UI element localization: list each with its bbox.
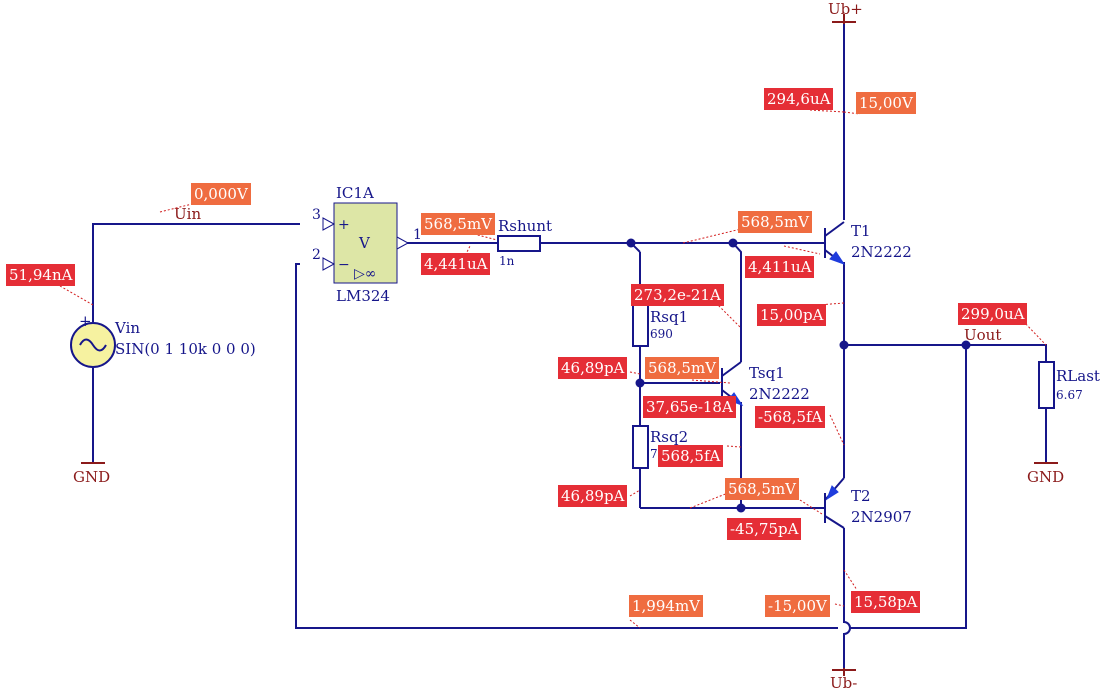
probe-rsq-mid-current[interactable]: 46,89pA: [558, 357, 628, 379]
opamp-ref: IC1A: [336, 184, 374, 202]
opamp-pin-3: 3: [312, 207, 321, 223]
rsq1-resistor[interactable]: [632, 303, 649, 347]
net-label-uin: Uin: [174, 205, 201, 223]
t1-value: 2N2222: [851, 243, 912, 261]
opamp-sym-plus: +: [338, 217, 350, 233]
gnd-left-label: GND: [73, 468, 110, 486]
rsq2-resistor[interactable]: [632, 425, 649, 469]
probe-t1-collector-voltage[interactable]: 15,00V: [856, 92, 916, 114]
wire-feedback-2: [295, 263, 838, 629]
probe-tsq1-base-voltage[interactable]: 568,5mV: [645, 357, 719, 379]
probe-t1-emitter-current[interactable]: 15,00pA: [757, 304, 827, 326]
rsq2-ref: Rsq2: [650, 428, 688, 446]
tsq1-ref: Tsq1: [749, 364, 785, 382]
probe-t2-collector-current[interactable]: 15,58pA: [851, 591, 921, 613]
opamp-value: LM324: [336, 287, 390, 305]
vin-source[interactable]: [70, 322, 116, 368]
probe-vin-current[interactable]: 51,94nA: [6, 264, 76, 286]
wire-uin: [92, 223, 300, 322]
t2-ref: T2: [851, 487, 871, 505]
opamp-sym-inf: ▷∞: [354, 266, 376, 282]
probe-t2-base-voltage[interactable]: 568,5mV: [725, 478, 799, 500]
t2-transistor[interactable]: [824, 477, 845, 529]
wire-tsq1-collector: [732, 242, 742, 362]
wire-feedback: [850, 345, 967, 629]
probe-rlast-current[interactable]: 299,0uA: [958, 303, 1028, 325]
ub-minus-symbol: [832, 668, 856, 676]
rsq1-value: 690: [650, 327, 673, 341]
t1-transistor[interactable]: [824, 221, 846, 265]
opamp-pin-1: 1: [413, 227, 422, 243]
probe-opout-current[interactable]: 4,441uA: [421, 253, 491, 275]
rsq1-ref: Rsq1: [650, 308, 688, 326]
wire-uout: [844, 344, 1047, 362]
net-label-uout: Uout: [964, 326, 1001, 344]
opamp-sym-minus: −: [338, 257, 350, 273]
ub-minus-label: Ub-: [830, 674, 857, 692]
rlast-resistor[interactable]: [1038, 361, 1055, 409]
wire-t2-collector: [843, 528, 851, 668]
rlast-value: 6.67: [1056, 388, 1083, 402]
probe-t1-base-voltage[interactable]: 568,5mV: [738, 211, 812, 233]
probe-uin-voltage[interactable]: 0,000V: [191, 183, 251, 205]
probe-t2-collector-voltage[interactable]: -15,00V: [765, 595, 830, 617]
rshunt-resistor[interactable]: [497, 235, 541, 252]
vin-ref: Vin: [114, 319, 140, 337]
probe-tsq1-emitter-current[interactable]: 37,65e-18A: [643, 396, 736, 418]
ub-plus-symbol: [832, 14, 856, 24]
opamp-ic1a[interactable]: [322, 202, 410, 284]
t2-value: 2N2907: [851, 508, 912, 526]
rshunt-value: 1n: [499, 254, 515, 268]
probe-tsq1-collector-current[interactable]: -568,5fA: [755, 406, 826, 428]
probe-t2-base-current[interactable]: -45,75pA: [727, 518, 802, 540]
probe-rsq2-current[interactable]: 568,5fA: [658, 445, 724, 467]
t1-ref: T1: [851, 222, 871, 240]
junctions: [626, 238, 971, 513]
probe-leaders: [59, 109, 1047, 629]
probe-t1-collector-current[interactable]: 294,6uA: [764, 88, 834, 110]
gnd-right-label: GND: [1027, 468, 1064, 486]
probe-rsq2-bottom-current[interactable]: 46,89pA: [558, 485, 628, 507]
opamp-pin-2: 2: [312, 247, 321, 263]
vin-value: SIN(0 1 10k 0 0 0): [115, 340, 256, 358]
probe-t1-base-current[interactable]: 4,411uA: [745, 256, 815, 278]
rsq2-value: 7: [650, 447, 658, 461]
rshunt-ref: Rshunt: [498, 217, 552, 235]
tsq1-value: 2N2222: [749, 385, 810, 403]
opamp-sym-v: V: [358, 234, 371, 252]
probe-feedback-voltage[interactable]: 1,994mV: [629, 595, 703, 617]
rlast-ref: RLast: [1056, 367, 1100, 385]
probe-rsq1-current[interactable]: 273,2e-21A: [631, 284, 724, 306]
probe-opout-voltage[interactable]: 568,5mV: [421, 213, 495, 235]
vin-plus-sign: +: [79, 312, 92, 330]
ub-plus-label: Ub+: [828, 0, 863, 18]
